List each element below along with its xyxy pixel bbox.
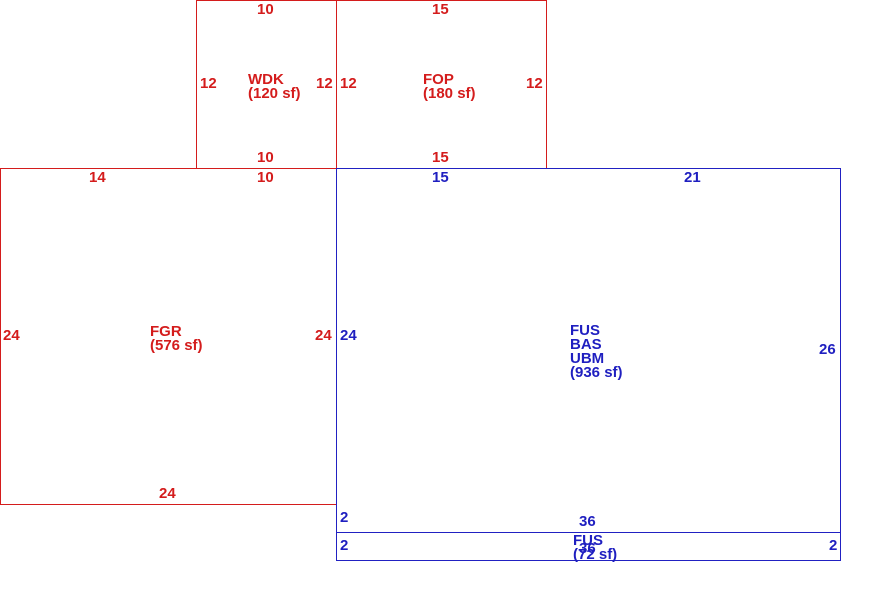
strip-code: FUS: [573, 532, 603, 549]
main-left-dimension: 24: [340, 327, 357, 344]
fop-right-dimension: 12: [526, 75, 543, 92]
fgr-bottom-dimension: 24: [159, 485, 176, 502]
strip-area-label: FUS (72 sf): [573, 532, 618, 563]
fgr-code: FGR: [150, 323, 182, 340]
strip-bottom-dimension: 36: [579, 540, 596, 557]
fgr-top-left-dimension: 14: [89, 169, 106, 186]
strip-left-dimension: 2: [340, 537, 349, 554]
wdk-square-footage: (120 sf): [248, 85, 301, 102]
fgr-right-dimension: 24: [315, 327, 332, 344]
fgr-left-dimension: 24: [3, 327, 20, 344]
wdk-top-dimension: 10: [257, 1, 274, 18]
strip-area-outline[interactable]: [336, 532, 841, 561]
fop-top-dimension: 15: [432, 1, 449, 18]
main-code-ubm: UBM: [570, 350, 605, 367]
main-square-footage: (936 sf): [570, 364, 623, 381]
wdk-right-dimension: 12: [316, 75, 333, 92]
fgr-top-right-dimension: 10: [257, 169, 274, 186]
strip-square-footage: (72 sf): [573, 546, 618, 563]
fgr-square-footage: (576 sf): [150, 337, 203, 354]
main-top-left-dimension: 15: [432, 169, 449, 186]
main-code-bas: BAS: [570, 336, 602, 353]
fgr-area-label: FGR (576 sf): [150, 323, 203, 354]
fop-code: FOP: [423, 71, 454, 88]
main-bottom-left-dimension: 2: [340, 509, 349, 526]
main-top-right-dimension: 21: [684, 169, 701, 186]
strip-right-dimension: 2: [829, 537, 838, 554]
main-code-fus: FUS: [570, 322, 600, 339]
main-bottom-dimension: 36: [579, 513, 596, 530]
fop-area-label: FOP (180 sf): [423, 71, 476, 102]
fop-left-dimension: 12: [340, 75, 357, 92]
fop-square-footage: (180 sf): [423, 85, 476, 102]
wdk-area-label: WDK (120 sf): [248, 71, 301, 102]
main-area-label: FUS BAS UBM (936 sf): [570, 322, 623, 381]
wdk-left-dimension: 12: [200, 75, 217, 92]
wdk-code: WDK: [248, 71, 284, 88]
main-right-dimension: 26: [819, 341, 836, 358]
wdk-bottom-dimension: 10: [257, 149, 274, 166]
fop-bottom-dimension: 15: [432, 149, 449, 166]
